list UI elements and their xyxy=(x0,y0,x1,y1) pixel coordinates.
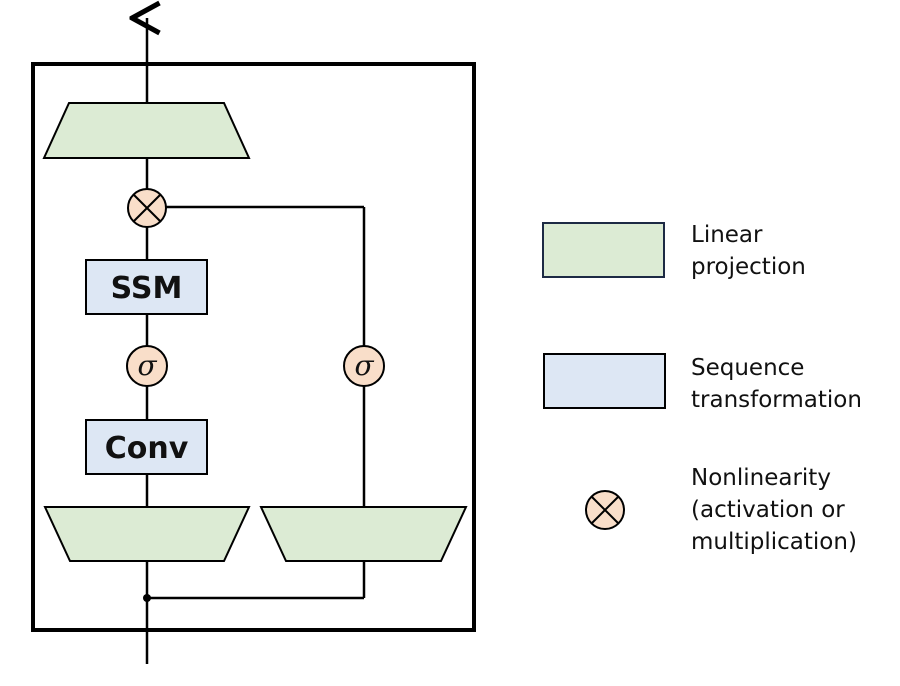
multiply-node xyxy=(127,188,167,228)
input-linear-projection-main xyxy=(43,506,251,562)
legend-linear-projection-swatch xyxy=(542,222,665,278)
junction-dot xyxy=(143,594,151,602)
output-linear-projection xyxy=(42,102,251,159)
conv-label: Conv xyxy=(105,431,189,466)
legend-nonlinearity-swatch xyxy=(585,490,625,530)
block-frame xyxy=(31,62,476,632)
legend-sequence-transformation-label: Sequence transformation xyxy=(691,355,862,413)
legend-nonlinearity-label: Nonlinearity (activation or multiplicati… xyxy=(691,465,857,555)
legend-sequence-transformation-swatch xyxy=(543,353,666,409)
legend: Linear projection Sequence transformatio… xyxy=(542,222,862,555)
sigma-symbol: σ xyxy=(354,349,374,382)
sigma-node-gate: σ xyxy=(343,345,385,387)
ssm-block xyxy=(85,259,208,315)
ssm-label: SSM xyxy=(111,271,183,306)
sigma-symbol: σ xyxy=(137,349,157,382)
input-linear-projection-gate xyxy=(259,506,468,562)
legend-linear-projection-label: Linear projection xyxy=(691,222,806,280)
conv-block xyxy=(85,419,208,475)
sigma-node-main: σ xyxy=(126,345,168,387)
